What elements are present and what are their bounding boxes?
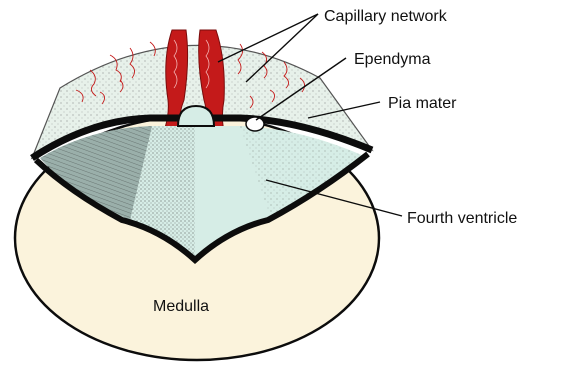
label-medulla: Medulla	[153, 298, 209, 315]
label-fourth-ventricle: Fourth ventricle	[407, 210, 517, 227]
label-ependyma: Ependyma	[354, 51, 431, 68]
median-aperture	[178, 106, 214, 126]
label-pia-mater: Pia mater	[388, 95, 457, 112]
label-capillary-network: Capillary network	[324, 8, 448, 25]
ependyma-ring	[246, 117, 264, 131]
